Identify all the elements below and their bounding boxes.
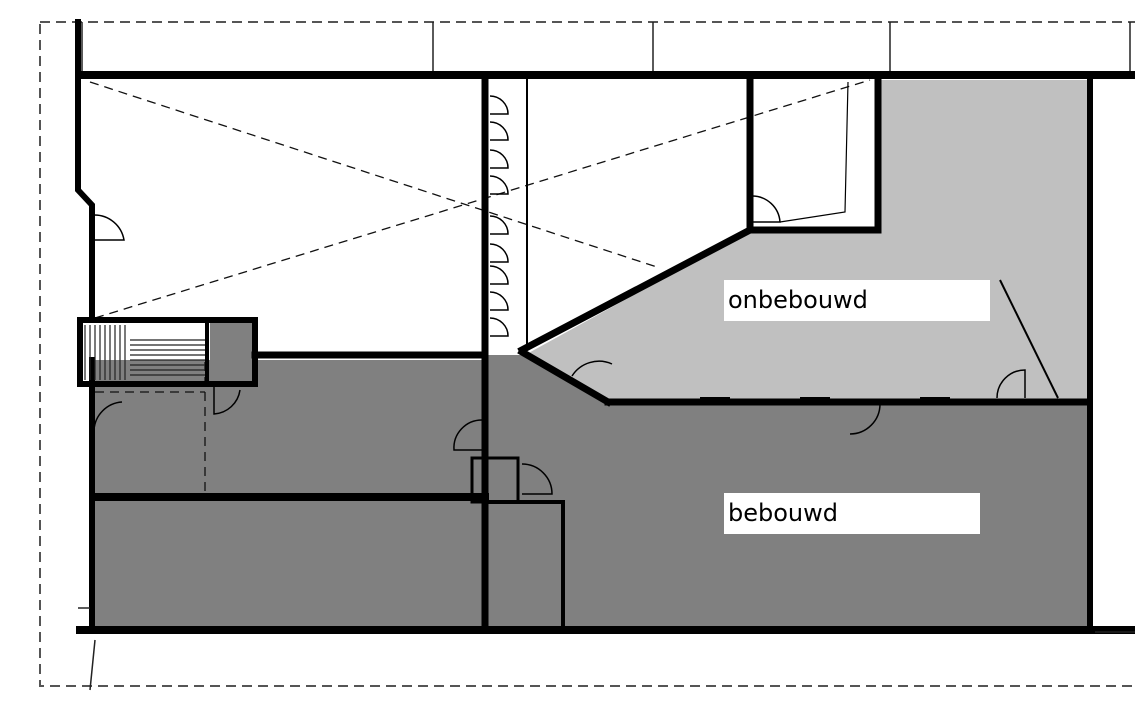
bottom-details: [78, 607, 1135, 691]
front-strip: [81, 22, 1131, 74]
built-area: [95, 355, 1087, 630]
door-icons: [93, 81, 1059, 495]
stair-core-area: [210, 322, 255, 384]
cabinet-doors: [489, 95, 509, 337]
room-label-built: bebouwd: [724, 493, 980, 534]
stair-icon: [84, 325, 205, 380]
walls: [75, 19, 1135, 634]
room-label-unbuilt: onbebouwd: [724, 280, 990, 321]
unbuilt-area: [525, 80, 1087, 402]
plot-boundary: [39, 21, 1135, 687]
